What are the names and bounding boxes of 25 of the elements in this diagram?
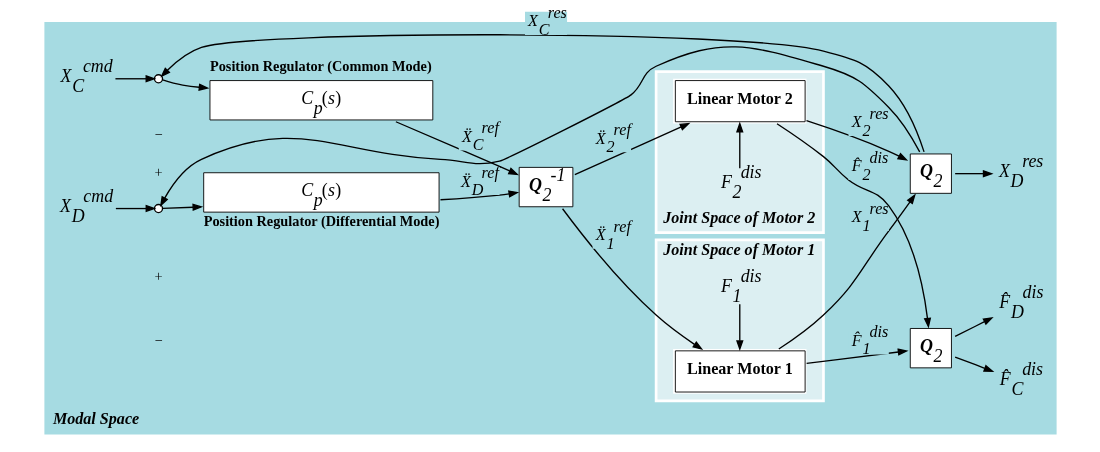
arrow — [777, 193, 916, 350]
arrow — [953, 356, 994, 372]
arrow — [953, 169, 994, 178]
arrow — [735, 303, 744, 352]
arrow — [573, 122, 690, 176]
label: − — [153, 332, 163, 349]
arrow — [735, 121, 744, 169]
label: − — [153, 125, 163, 142]
node-circle — [153, 74, 163, 84]
node-circle — [153, 203, 163, 214]
arrow — [439, 190, 519, 201]
arrow — [775, 123, 931, 329]
label: + — [153, 164, 163, 181]
arrow — [161, 203, 203, 211]
arrow — [161, 79, 209, 91]
arrow — [394, 121, 519, 176]
arrow — [953, 317, 994, 338]
node-label: Position Regulator (Differential Mode) — [203, 213, 439, 230]
arrow — [805, 120, 908, 161]
arrow — [114, 75, 156, 83]
label: + — [153, 267, 163, 284]
node-label: Position Regulator (Common Mode) — [209, 58, 432, 75]
arrow — [561, 208, 703, 351]
arrow — [114, 204, 156, 213]
arrow — [805, 348, 908, 364]
